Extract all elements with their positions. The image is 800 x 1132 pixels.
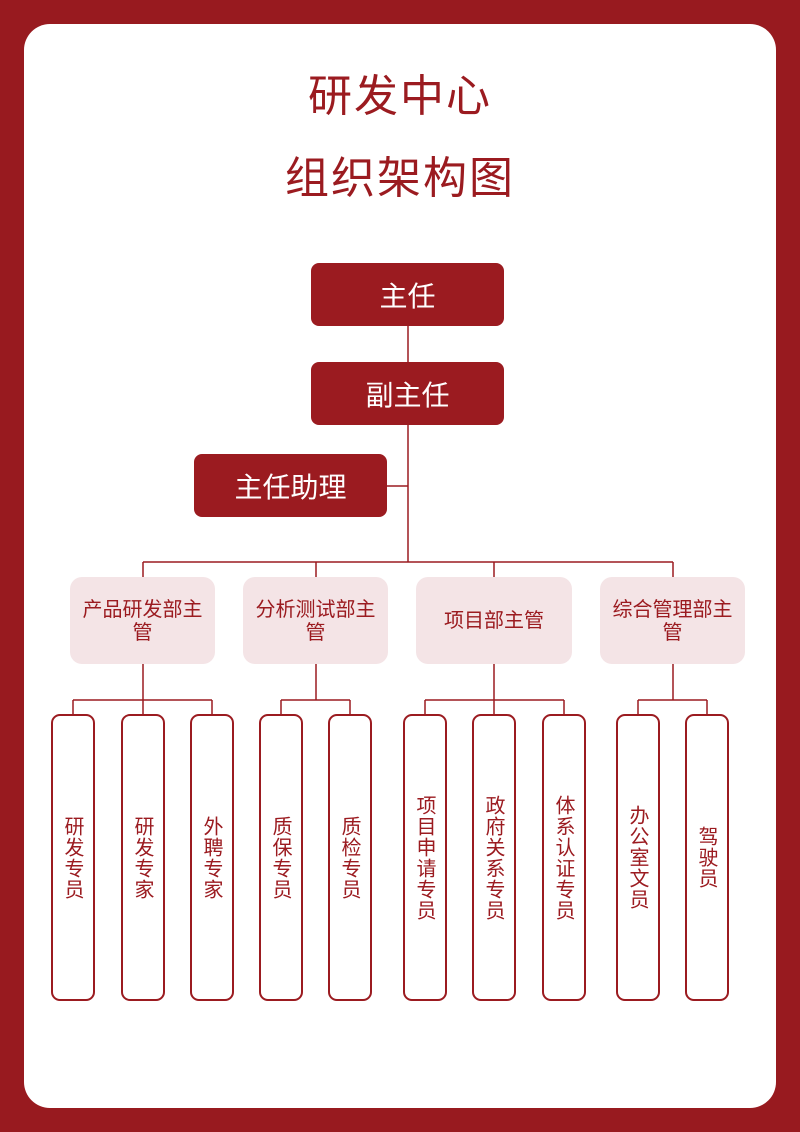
staff-box: 驾驶员 [685, 714, 729, 1001]
staff-box: 体系认证专员 [542, 714, 586, 1001]
dept-label: 产品研发部主管 [82, 596, 203, 644]
dept-label: 分析测试部主管 [255, 596, 376, 644]
staff-label: 政府关系专员 [482, 794, 506, 921]
staff-box: 质保专员 [259, 714, 303, 1001]
title-line-1: 研发中心 [308, 71, 492, 122]
deputy-director-box: 副主任 [311, 362, 504, 425]
assistant-box: 主任助理 [194, 454, 387, 517]
staff-box: 研发专员 [51, 714, 95, 1001]
staff-label: 研发专员 [61, 815, 85, 900]
staff-box: 项目申请专员 [403, 714, 447, 1001]
dept-analysis-testing: 分析测试部主管 [243, 577, 388, 664]
dept-label: 项目部主管 [444, 608, 544, 632]
staff-label: 办公室文员 [626, 805, 650, 910]
dept-general-admin: 综合管理部主管 [600, 577, 745, 664]
staff-label: 体系认证专员 [552, 794, 576, 921]
dept-label: 综合管理部主管 [612, 596, 733, 644]
director-box: 主任 [311, 263, 504, 326]
staff-label: 项目申请专员 [413, 794, 437, 921]
staff-label: 外聘专家 [200, 815, 224, 900]
staff-label: 驾驶员 [695, 826, 719, 889]
staff-box: 研发专家 [121, 714, 165, 1001]
director-label: 主任 [379, 279, 436, 313]
staff-label: 质保专员 [269, 815, 293, 900]
deputy-director-label: 副主任 [365, 378, 450, 412]
staff-box: 办公室文员 [616, 714, 660, 1001]
assistant-label: 主任助理 [234, 470, 347, 504]
staff-box: 政府关系专员 [472, 714, 516, 1001]
title-line-2: 组织架构图 [285, 153, 515, 204]
staff-label: 质检专员 [338, 815, 362, 900]
staff-label: 研发专家 [131, 815, 155, 900]
staff-box: 外聘专家 [190, 714, 234, 1001]
dept-product-rd: 产品研发部主管 [70, 577, 215, 664]
dept-project: 项目部主管 [416, 577, 572, 664]
staff-box: 质检专员 [328, 714, 372, 1001]
